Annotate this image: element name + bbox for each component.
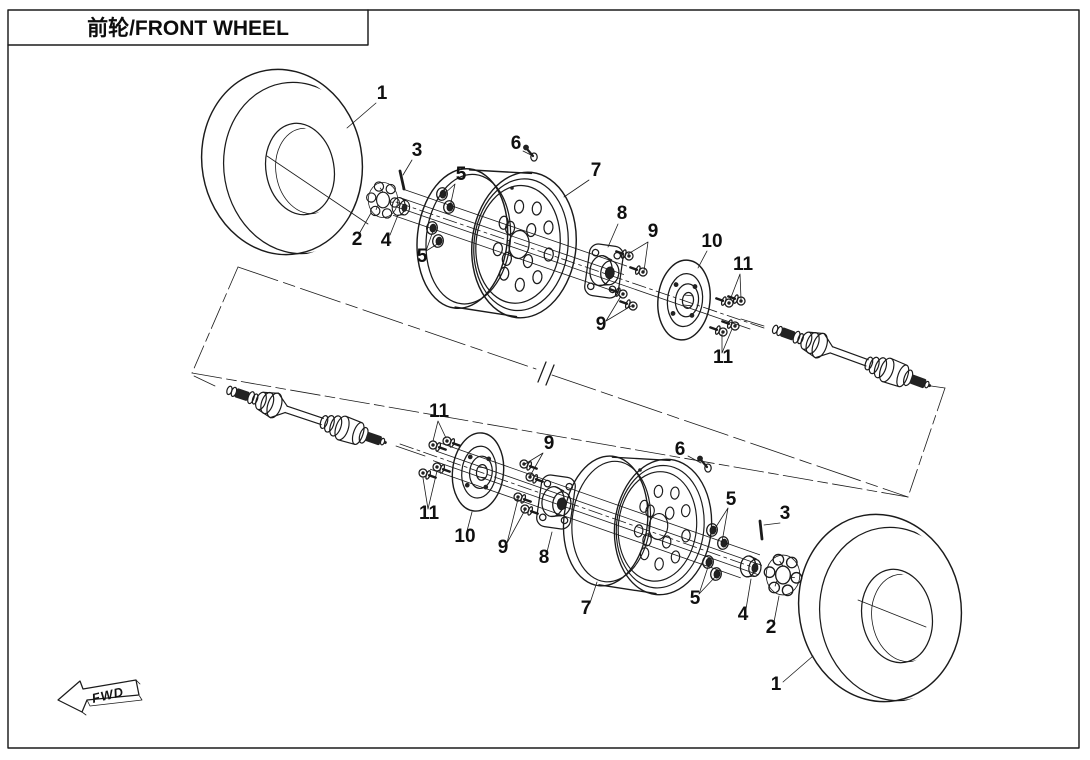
svg-text:5: 5 [726, 489, 737, 510]
callout-7: 7 [581, 581, 598, 619]
callout-8: 8 [539, 531, 553, 568]
hub-bolts [511, 457, 546, 519]
callout-5: 5 [417, 230, 440, 267]
svg-text:8: 8 [617, 203, 628, 224]
svg-text:1: 1 [377, 83, 388, 104]
cv-axle [222, 376, 392, 456]
svg-text:7: 7 [591, 160, 602, 181]
svg-text:9: 9 [596, 314, 607, 335]
reference-plane [191, 266, 946, 498]
callout-9: 9 [498, 498, 526, 558]
svg-text:2: 2 [766, 617, 777, 638]
hub-cap [763, 553, 803, 597]
brake-disc [653, 256, 715, 344]
svg-text:4: 4 [738, 604, 749, 625]
svg-text:9: 9 [498, 537, 509, 558]
break-mark [537, 361, 555, 386]
svg-text:11: 11 [733, 254, 754, 275]
svg-text:1: 1 [771, 674, 782, 695]
callout-11: 11 [419, 470, 440, 524]
callout-9: 9 [524, 433, 555, 477]
page-title: 前轮/FRONT WHEEL [87, 16, 289, 40]
svg-text:9: 9 [648, 221, 659, 242]
title-box [7, 9, 369, 46]
callout-2: 2 [766, 595, 780, 638]
svg-text:3: 3 [780, 503, 791, 524]
svg-text:5: 5 [456, 164, 467, 185]
svg-text:6: 6 [675, 439, 686, 460]
lower-wheel-assembly [222, 376, 970, 703]
wheel-rim [556, 448, 719, 601]
callout-5: 5 [690, 563, 717, 609]
callout-5: 5 [713, 489, 737, 543]
callout-5: 5 [442, 164, 467, 208]
outer-border [7, 9, 1080, 749]
border-frame: 前轮/FRONT WHEEL [7, 9, 1080, 749]
fwd-arrow: FWD [57, 679, 143, 716]
tire [797, 513, 970, 703]
callout-3: 3 [402, 140, 423, 176]
callout-7: 7 [563, 160, 602, 198]
callout-8: 8 [607, 203, 628, 248]
valve-stem [522, 143, 539, 163]
callout-2: 2 [352, 212, 372, 250]
callout-10: 10 [454, 511, 476, 547]
callout-9: 9 [596, 295, 632, 335]
svg-text:4: 4 [381, 230, 392, 251]
svg-text:5: 5 [417, 246, 428, 267]
svg-text:9: 9 [544, 433, 555, 454]
cotter-pin [398, 169, 406, 191]
callout-4: 4 [381, 214, 399, 251]
valve-hole [638, 468, 642, 472]
callout-10: 10 [697, 231, 723, 269]
callout-3: 3 [763, 503, 791, 526]
svg-text:10: 10 [454, 526, 475, 547]
cotter-pin [758, 519, 764, 541]
svg-text:3: 3 [412, 140, 423, 161]
brake-disc [447, 429, 509, 515]
callout-11: 11 [429, 401, 450, 442]
callout-6: 6 [675, 439, 702, 464]
alignment-lines [399, 442, 762, 579]
valve-stem [696, 454, 713, 474]
wheel-hub [534, 473, 578, 531]
upper-wheel-assembly [200, 68, 936, 399]
svg-text:10: 10 [701, 231, 722, 252]
svg-text:2: 2 [352, 229, 363, 250]
cv-axle [767, 315, 936, 399]
svg-text:6: 6 [511, 133, 522, 154]
svg-text:7: 7 [581, 598, 592, 619]
fwd-label: FWD [90, 684, 125, 706]
svg-text:11: 11 [713, 347, 734, 368]
callout-11: 11 [713, 328, 734, 368]
svg-text:11: 11 [429, 401, 450, 422]
callout-4: 4 [738, 578, 752, 625]
callout-1: 1 [346, 83, 388, 129]
svg-text:8: 8 [539, 547, 550, 568]
svg-text:5: 5 [690, 588, 701, 609]
callout-6: 6 [511, 133, 532, 156]
callout-11: 11 [729, 254, 754, 301]
callout-1: 1 [771, 655, 814, 695]
callout-9: 9 [627, 221, 659, 272]
callouts: 1 3 2 4 5 5 6 7 [346, 83, 814, 695]
svg-text:11: 11 [419, 503, 440, 524]
valve-hole [510, 186, 514, 190]
